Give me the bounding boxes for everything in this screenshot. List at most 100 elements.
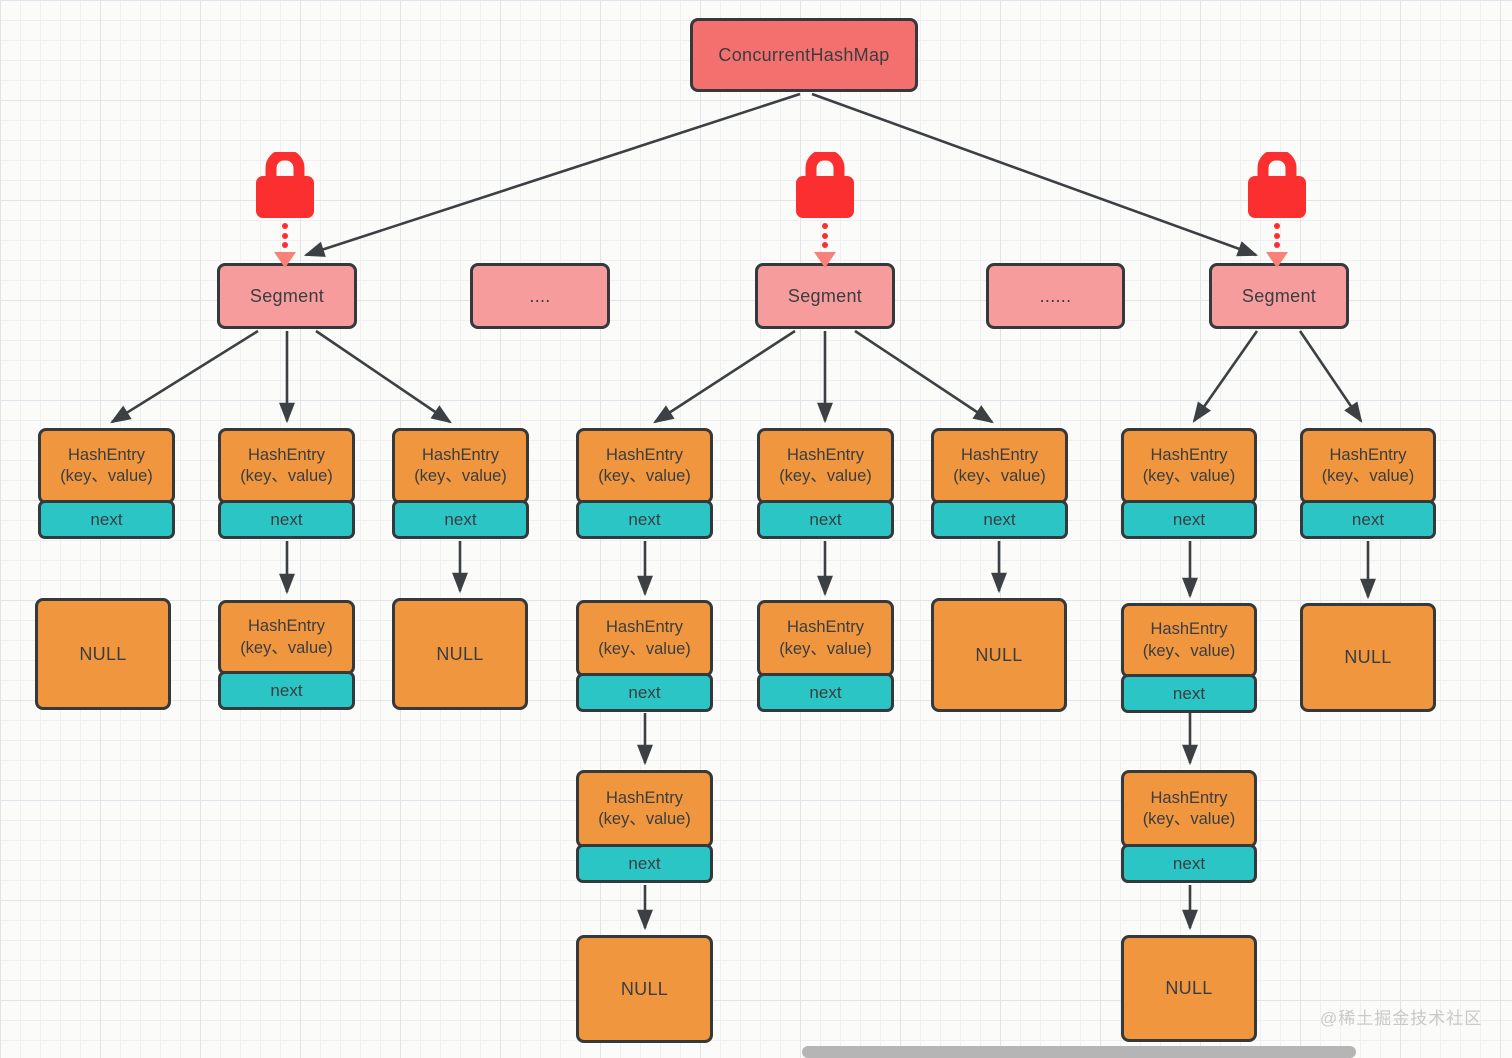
next-label: next bbox=[1172, 683, 1206, 703]
hashentry-title: HashEntry bbox=[67, 445, 146, 464]
hashentry-box: HashEntry (key、value) bbox=[931, 428, 1068, 504]
next-label: next bbox=[809, 509, 842, 529]
null-label: NULL bbox=[436, 643, 484, 664]
next-label: next bbox=[983, 509, 1016, 529]
next-pointer: next bbox=[757, 500, 894, 539]
hashentry-box: HashEntry (key、value) bbox=[1121, 428, 1257, 504]
next-pointer: next bbox=[576, 844, 713, 883]
hashentry-box: HashEntry (key、value) bbox=[757, 428, 894, 504]
hashentry-subtitle: (key、value) bbox=[779, 639, 872, 658]
null-node: NULL bbox=[392, 598, 528, 710]
hashentry-title: HashEntry bbox=[786, 445, 865, 464]
hashentry-subtitle: (key、value) bbox=[598, 810, 691, 828]
null-node: NULL bbox=[1121, 935, 1257, 1042]
next-pointer: next bbox=[757, 673, 894, 712]
hashentry-box: HashEntry (key、value) bbox=[1121, 603, 1257, 678]
arrow bbox=[315, 329, 452, 424]
hashentry-title: HashEntry bbox=[605, 788, 684, 807]
hashentry-node: HashEntry (key、value) next bbox=[1121, 428, 1257, 539]
segment-node: Segment bbox=[755, 263, 895, 329]
next-label: next bbox=[809, 682, 842, 702]
hashentry-node: HashEntry (key、value) next bbox=[757, 600, 894, 712]
hashentry-title: HashEntry bbox=[605, 445, 684, 464]
hashentry-subtitle: (key、value) bbox=[598, 639, 691, 658]
horizontal-scrollbar[interactable] bbox=[802, 1046, 1356, 1058]
next-pointer: next bbox=[931, 500, 1068, 539]
hashentry-title: HashEntry bbox=[605, 618, 684, 637]
next-pointer: next bbox=[576, 500, 713, 539]
arrow bbox=[1298, 330, 1363, 423]
hashentry-subtitle: (key、value) bbox=[953, 467, 1046, 485]
hashentry-box: HashEntry (key、value) bbox=[1300, 428, 1436, 504]
ellipsis-label: .... bbox=[529, 285, 551, 306]
hashentry-box: HashEntry (key、value) bbox=[576, 770, 713, 848]
arrow bbox=[110, 329, 259, 424]
hashentry-subtitle: (key、value) bbox=[598, 467, 691, 485]
segment-label: Segment bbox=[787, 285, 863, 306]
next-pointer: next bbox=[392, 500, 529, 539]
hashentry-box: HashEntry (key、value) bbox=[392, 428, 529, 504]
hashentry-title: HashEntry bbox=[786, 618, 865, 637]
hashentry-subtitle: (key、value) bbox=[1142, 467, 1236, 485]
lock-icon bbox=[256, 152, 314, 268]
next-label: next bbox=[628, 509, 661, 529]
next-pointer: next bbox=[1121, 844, 1257, 883]
next-label: next bbox=[628, 853, 661, 873]
lock-icon bbox=[796, 152, 854, 268]
next-label: next bbox=[270, 680, 303, 700]
next-pointer: next bbox=[576, 673, 713, 712]
hashentry-node: HashEntry (key、value) next bbox=[38, 428, 175, 539]
segment-node: Segment bbox=[217, 263, 357, 329]
null-label: NULL bbox=[79, 643, 127, 664]
segment-node: Segment bbox=[1209, 263, 1349, 329]
hashentry-title: HashEntry bbox=[960, 445, 1039, 464]
null-label: NULL bbox=[620, 978, 669, 999]
arrow bbox=[653, 329, 796, 424]
segment-label: Segment bbox=[249, 285, 325, 306]
null-node: NULL bbox=[931, 598, 1067, 712]
hashentry-box: HashEntry (key、value) bbox=[218, 600, 355, 675]
hashentry-node: HashEntry (key、value) next bbox=[757, 428, 894, 539]
ellipsis-node: .... bbox=[470, 263, 610, 329]
hashentry-node: HashEntry (key、value) next bbox=[1121, 770, 1257, 883]
lock-icon bbox=[1248, 152, 1306, 268]
hashentry-box: HashEntry (key、value) bbox=[38, 428, 175, 504]
hashentry-subtitle: (key、value) bbox=[1321, 467, 1415, 485]
next-label: next bbox=[270, 509, 303, 529]
hashentry-subtitle: (key、value) bbox=[240, 467, 333, 485]
hashentry-node: HashEntry (key、value) next bbox=[1121, 603, 1257, 713]
segment-label: Segment bbox=[1241, 285, 1317, 306]
next-pointer: next bbox=[38, 500, 175, 539]
hashentry-box: HashEntry (key、value) bbox=[218, 428, 355, 504]
ellipsis-node: ...... bbox=[986, 263, 1125, 329]
hashentry-node: HashEntry (key、value) next bbox=[218, 428, 355, 539]
hashentry-subtitle: (key、value) bbox=[60, 467, 153, 485]
arrow bbox=[854, 329, 994, 424]
ellipsis-label: ...... bbox=[1039, 285, 1072, 306]
hashentry-title: HashEntry bbox=[1150, 620, 1228, 639]
next-pointer: next bbox=[218, 671, 355, 710]
hashentry-subtitle: (key、value) bbox=[1142, 641, 1236, 660]
hashentry-subtitle: (key、value) bbox=[414, 467, 507, 485]
hashentry-title: HashEntry bbox=[247, 617, 326, 636]
hashentry-node: HashEntry (key、value) next bbox=[576, 600, 713, 712]
hashentry-box: HashEntry (key、value) bbox=[1121, 770, 1257, 848]
arrow bbox=[1192, 330, 1259, 423]
next-label: next bbox=[1172, 509, 1206, 529]
next-pointer: next bbox=[218, 500, 355, 539]
hashentry-node: HashEntry (key、value) next bbox=[576, 770, 713, 883]
hashentry-node: HashEntry (key、value) next bbox=[576, 428, 713, 539]
next-label: next bbox=[90, 509, 123, 529]
null-node: NULL bbox=[1300, 603, 1436, 712]
null-label: NULL bbox=[1344, 647, 1392, 667]
hashentry-title: HashEntry bbox=[1150, 445, 1228, 464]
next-pointer: next bbox=[1121, 500, 1257, 539]
hashentry-node: HashEntry (key、value) next bbox=[392, 428, 529, 539]
arrow bbox=[303, 92, 801, 257]
null-node: NULL bbox=[576, 935, 713, 1043]
null-label: NULL bbox=[975, 644, 1023, 665]
node-label: ConcurrentHashMap bbox=[718, 44, 890, 65]
hashentry-subtitle: (key、value) bbox=[1142, 810, 1236, 828]
next-label: next bbox=[1351, 509, 1385, 529]
